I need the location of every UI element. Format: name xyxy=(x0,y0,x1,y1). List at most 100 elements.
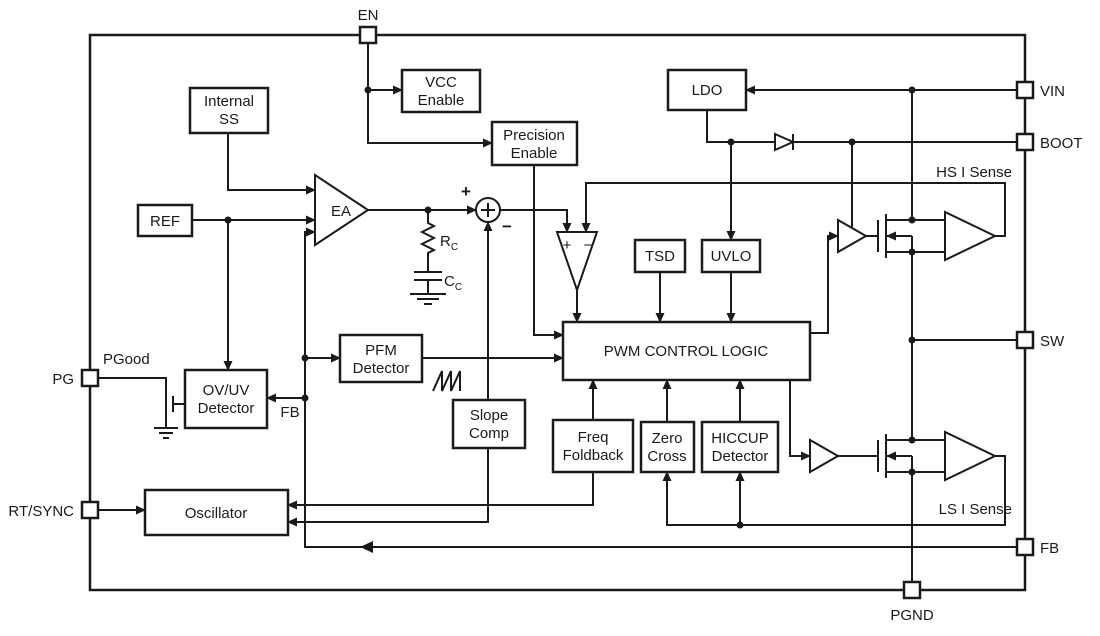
junction-dot xyxy=(301,394,309,402)
precision-enable-label-1: Precision xyxy=(503,127,565,144)
compensation-capacitor xyxy=(414,271,442,294)
oscillator-label: Oscillator xyxy=(185,505,248,522)
ref-label: REF xyxy=(150,213,180,230)
symbols xyxy=(314,132,998,482)
wires xyxy=(98,43,1017,582)
slope-comp-label-2: Comp xyxy=(469,425,509,442)
ground-symbol-pg xyxy=(154,427,178,439)
junction-dot xyxy=(424,206,432,214)
hiccup-detector-label-1: HICCUP xyxy=(711,430,769,447)
wire-hs-sense-to-comparator xyxy=(581,182,1006,237)
labels: EN VIN BOOT SW FB PGND PG RT/SYNC PGood … xyxy=(8,7,1082,624)
internal-ss-label-2: SS xyxy=(219,111,239,128)
block-hiccup-detector: HICCUP Detector xyxy=(700,420,780,474)
hs-current-sense-amp xyxy=(944,210,998,262)
block-internal-ss: Internal SS xyxy=(188,86,270,135)
pfm-detector-label-2: Detector xyxy=(353,360,410,377)
junction-dot xyxy=(908,468,916,476)
zero-cross-label-2: Cross xyxy=(647,448,686,465)
comparator-minus-label: − xyxy=(584,237,593,254)
freq-foldback-label-2: Foldback xyxy=(563,447,624,464)
ls-gate-driver-triangle xyxy=(809,438,841,474)
wire-fb-to-ea xyxy=(304,227,1017,548)
wire-internal-ss-to-ea xyxy=(227,133,316,195)
uvlo-label: UVLO xyxy=(711,248,752,265)
block-uvlo: UVLO xyxy=(700,238,762,274)
pin-sw xyxy=(1015,330,1035,350)
pin-boot xyxy=(1015,132,1035,152)
oscillator-box xyxy=(143,488,290,537)
block-tsd: TSD xyxy=(633,238,687,274)
pin-pg xyxy=(80,368,100,388)
block-slope-comp: Slope Comp xyxy=(451,398,527,450)
sawtooth-waveform-icon xyxy=(432,370,461,392)
cc-label-main: C xyxy=(444,273,455,290)
block-ovuv-detector: OV/UV Detector xyxy=(183,368,269,430)
wire-precision-enable-to-pwm xyxy=(533,165,564,340)
pin-fb xyxy=(1015,537,1035,557)
ovuv-detector-label-1: OV/UV xyxy=(203,382,250,399)
vcc-enable-label-2: Enable xyxy=(418,92,465,109)
rc-label-main: R xyxy=(440,233,451,250)
ref-box xyxy=(136,203,194,238)
wire-freq-foldback-to-oscillator xyxy=(287,472,594,510)
summing-junction-plus-icon xyxy=(481,203,495,217)
slope-comp-box xyxy=(451,398,527,450)
comparator-plus-label: + xyxy=(563,237,572,254)
uvlo-box xyxy=(700,238,762,274)
junction-dot xyxy=(727,138,735,146)
pin-label-boot: BOOT xyxy=(1040,135,1083,152)
summing-minus-label: − xyxy=(502,217,512,236)
junction-dots xyxy=(224,86,916,529)
wire-en-to-precision-enable xyxy=(367,43,493,148)
internal-ss-box xyxy=(188,86,270,135)
block-freq-foldback: Freq Foldback xyxy=(551,418,635,474)
block-precision-enable: Precision Enable xyxy=(490,120,579,167)
pin-label-pg: PG xyxy=(52,371,74,388)
pins xyxy=(80,25,1035,600)
compensation-resistor xyxy=(419,210,437,272)
pin-en xyxy=(358,25,378,45)
pin-label-rtsync: RT/SYNC xyxy=(8,503,74,520)
freq-foldback-box xyxy=(551,418,635,474)
pfm-detector-box xyxy=(338,333,424,384)
junction-dot xyxy=(908,336,916,344)
blocks: Internal SS VCC Enable LDO Precision Ena… xyxy=(136,68,812,537)
vcc-enable-box xyxy=(400,68,482,114)
pin-label-fb: FB xyxy=(1040,540,1059,557)
vcc-enable-label-1: VCC xyxy=(425,74,457,91)
ls-current-sense-amp xyxy=(944,430,998,482)
ea-label: EA xyxy=(331,203,351,220)
pwm-control-logic-box xyxy=(561,320,812,382)
block-vcc-enable: VCC Enable xyxy=(400,68,482,114)
pin-label-sw: SW xyxy=(1040,333,1065,350)
pwm-comparator-triangle xyxy=(555,231,599,294)
junction-dot xyxy=(736,521,744,529)
ldo-box xyxy=(666,68,748,112)
tsd-label: TSD xyxy=(645,248,675,265)
net-label-pgood: PGood xyxy=(103,351,150,368)
chip-boundary xyxy=(88,33,1027,592)
pin-rtsync xyxy=(80,500,100,520)
boot-diode xyxy=(774,132,796,152)
pwm-control-logic-label: PWM CONTROL LOGIC xyxy=(604,343,769,360)
block-zero-cross: Zero Cross xyxy=(639,420,696,474)
cc-label-sub: C xyxy=(455,282,462,293)
junction-dot xyxy=(364,86,372,94)
block-oscillator: Oscillator xyxy=(143,488,290,537)
pin-vin xyxy=(1015,80,1035,100)
summing-plus-label: + xyxy=(461,182,471,201)
net-label-fb: FB xyxy=(280,404,299,421)
junction-dot xyxy=(224,216,232,224)
pin-pgnd xyxy=(902,580,922,600)
wire-ldo-output xyxy=(706,110,775,143)
fb-direction-arrow xyxy=(360,541,373,553)
junction-dot xyxy=(908,248,916,256)
net-label-hs-i-sense: HS I Sense xyxy=(936,164,1012,181)
rc-label-sub: C xyxy=(451,242,458,253)
block-pfm-detector: PFM Detector xyxy=(338,333,424,384)
pin-label-vin: VIN xyxy=(1040,83,1065,100)
block-ldo: LDO xyxy=(666,68,748,112)
